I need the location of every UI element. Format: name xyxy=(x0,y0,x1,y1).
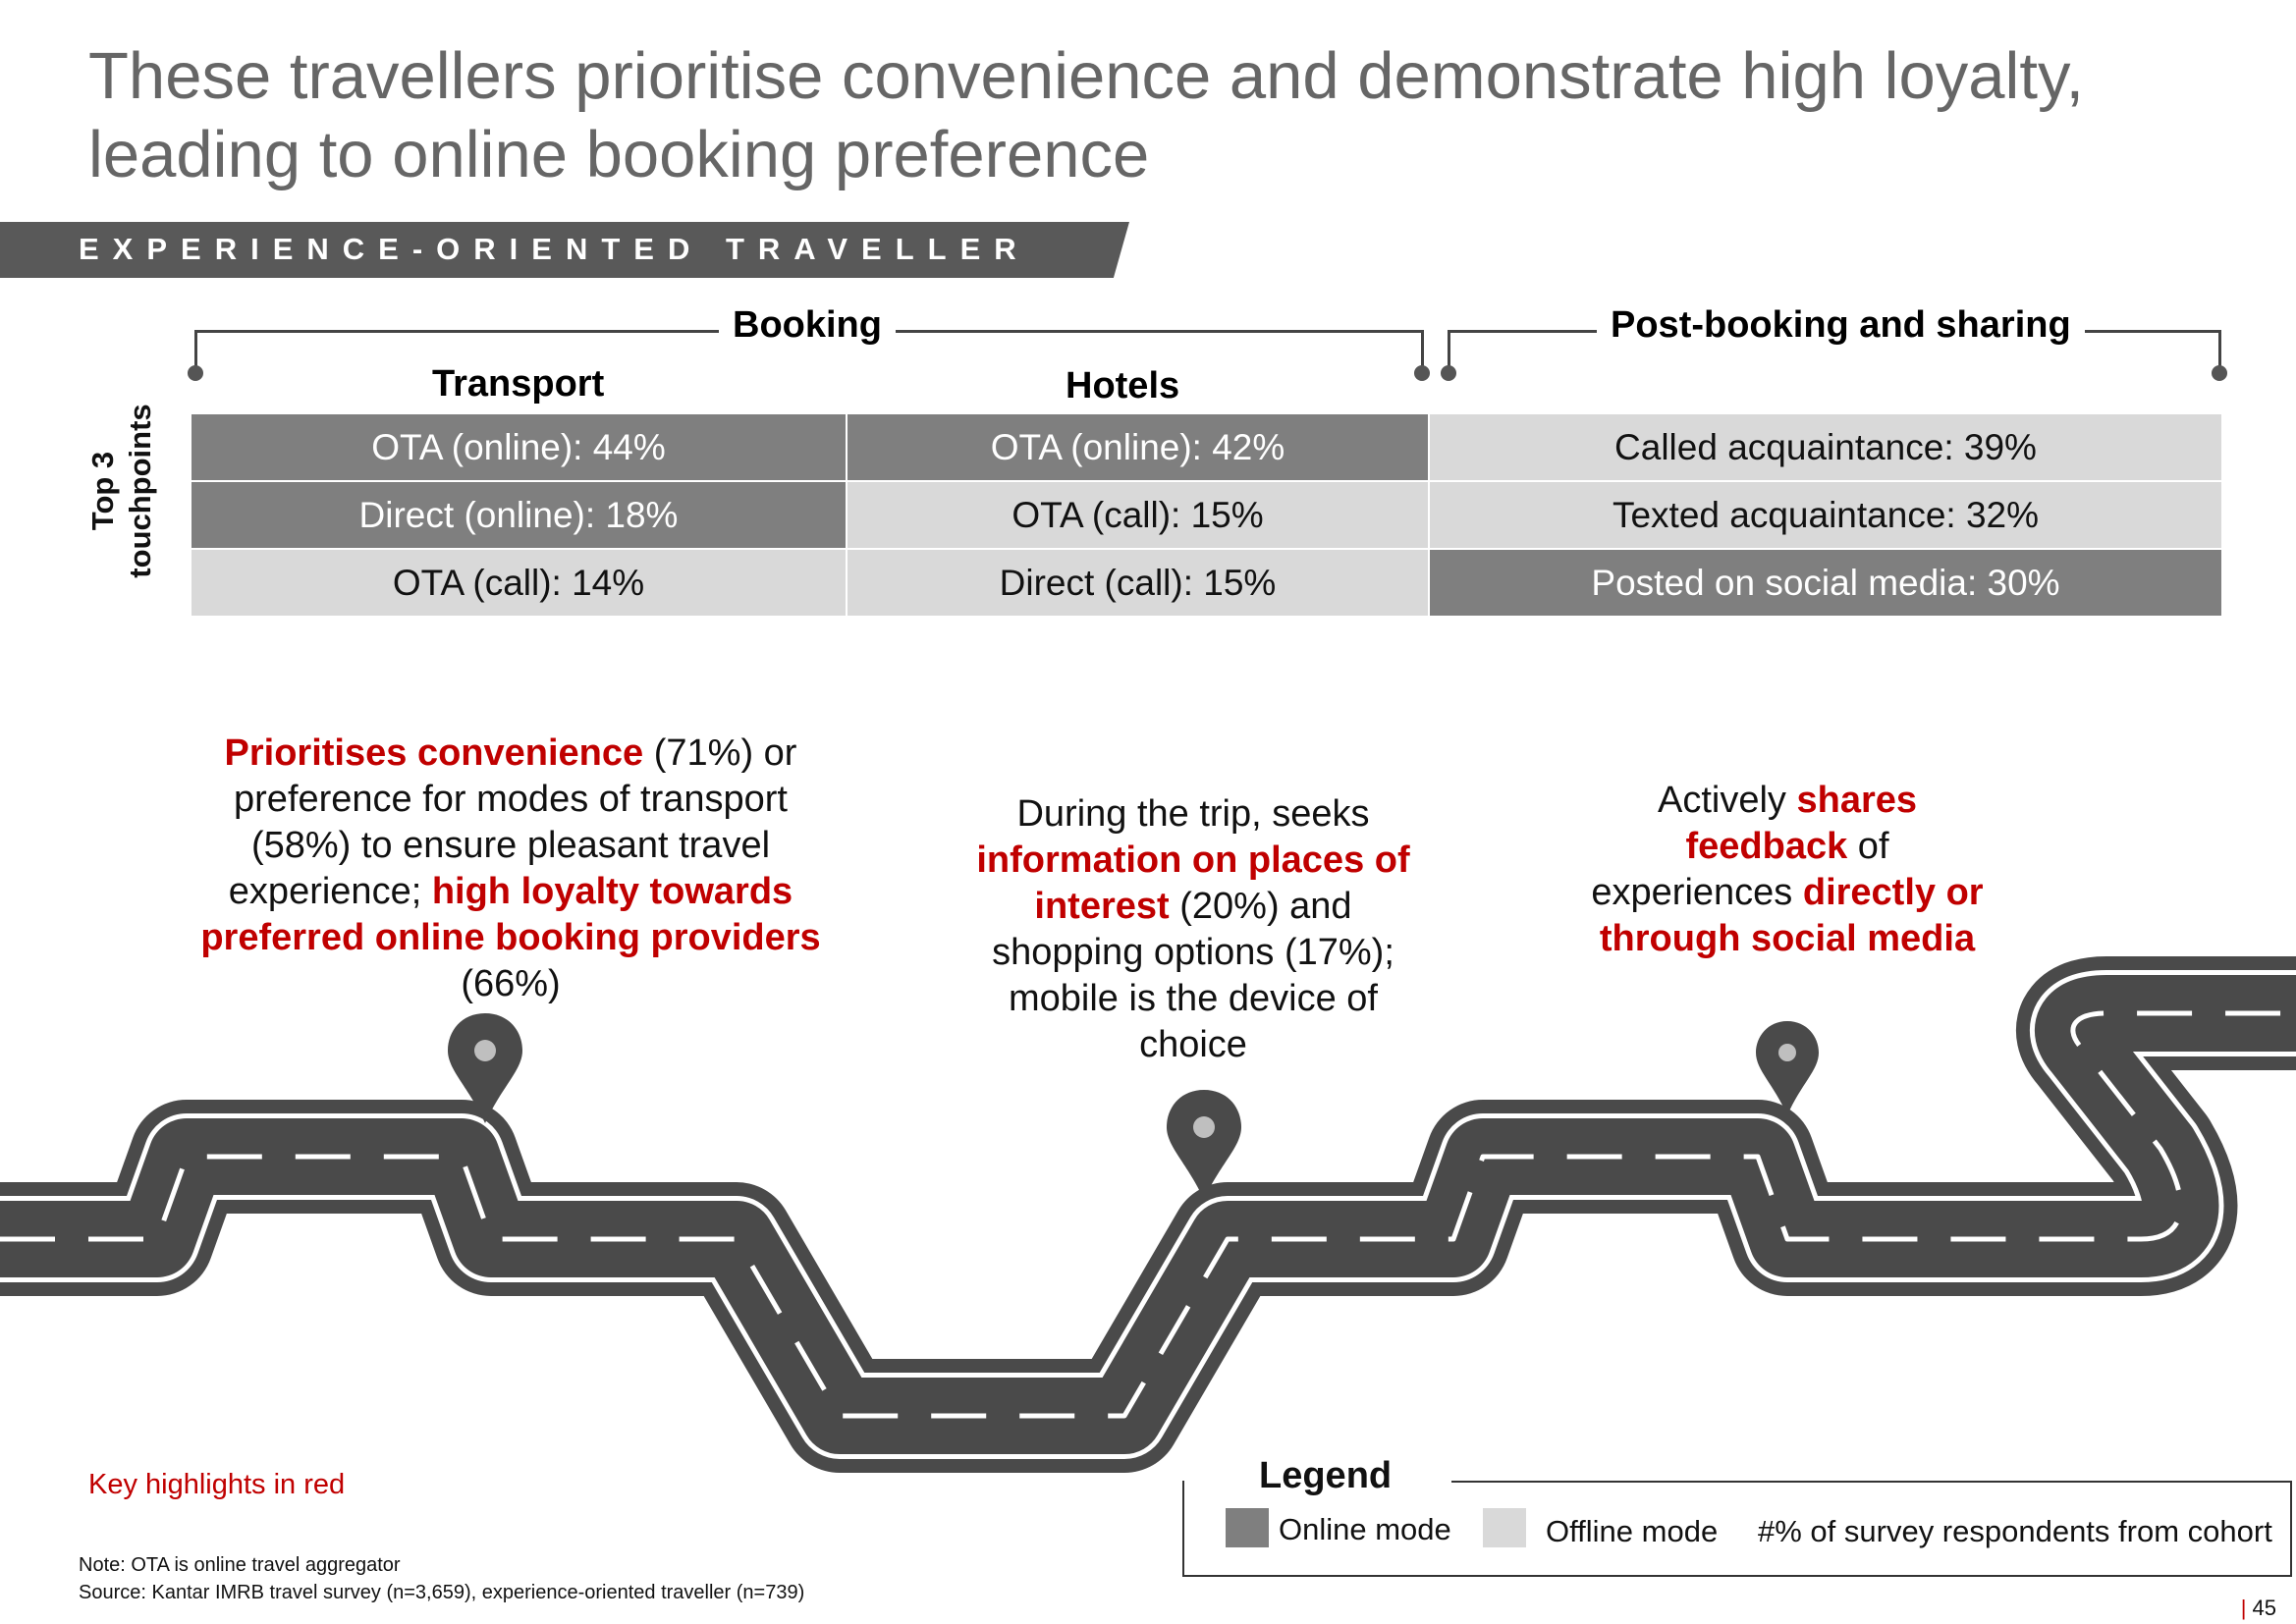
post-bracket-left xyxy=(1448,330,1450,371)
road-center-line xyxy=(0,1010,2296,1419)
map-pin-icon xyxy=(448,1013,522,1123)
highlight-booking: Prioritises convenience (71%) or prefere… xyxy=(200,732,821,1004)
post-bracket-right xyxy=(2218,330,2221,371)
table-cell-post-1: Called acquaintance: 39% xyxy=(1430,414,2221,480)
page-number: | 45 xyxy=(2240,1596,2276,1620)
title-line-2: leading to online booking preference xyxy=(88,118,1150,191)
legend-offline-swatch xyxy=(1483,1508,1526,1547)
table-cell-post-2: Texted acquaintance: 32% xyxy=(1430,482,2221,548)
road-surface xyxy=(0,975,2296,1454)
hotels-header: Hotels xyxy=(1066,365,1180,407)
booking-bracket-right xyxy=(1421,330,1424,371)
bracket-dot xyxy=(1441,365,1456,381)
title-line-1: These travellers prioritise convenience … xyxy=(88,39,2085,113)
section-banner-label: EXPERIENCE-ORIENTED TRAVELLER xyxy=(79,232,1030,266)
post-booking-header: Post-booking and sharing xyxy=(1597,304,2085,347)
booking-bracket-left xyxy=(194,330,197,371)
table-cell-transport-3: OTA (call): 14% xyxy=(191,550,846,616)
legend-box xyxy=(1182,1481,2292,1577)
note-text: Note: OTA is online travel aggregator xyxy=(79,1554,401,1576)
legend-title: Legend xyxy=(1251,1455,1400,1497)
table-cell-post-3: Posted on social media: 30% xyxy=(1430,550,2221,616)
table-cell-transport-1: OTA (online): 44% xyxy=(191,414,846,480)
legend-top-line xyxy=(1451,1481,2292,1483)
legend-percent-label: #% of survey respondents from cohort xyxy=(1758,1514,2272,1548)
highlight-sharing: Actively shares feedback of experiences … xyxy=(1591,780,1984,959)
source-text: Source: Kantar IMRB travel survey (n=3,6… xyxy=(79,1582,805,1603)
section-banner xyxy=(0,222,1129,278)
table-cell-hotels-1: OTA (online): 42% xyxy=(847,414,1428,480)
bracket-dot xyxy=(1414,365,1430,381)
footnotes: Note: OTA is online travel aggregator So… xyxy=(79,1551,804,1606)
table-cell-hotels-3: Direct (call): 15% xyxy=(847,550,1428,616)
legend-online-swatch xyxy=(1226,1508,1269,1547)
map-pin-icon xyxy=(1756,1021,1819,1115)
key-highlights-note: Key highlights in red xyxy=(88,1469,346,1500)
map-pin-icon xyxy=(1167,1090,1241,1200)
bracket-dot xyxy=(2212,365,2227,381)
bracket-dot xyxy=(188,365,203,381)
highlight-trip: During the trip, seeks information on pl… xyxy=(976,793,1410,1065)
legend-online-label: Online mode xyxy=(1279,1512,1451,1546)
table-cell-transport-2: Direct (online): 18% xyxy=(191,482,846,548)
table-cell-hotels-2: OTA (call): 15% xyxy=(847,482,1428,548)
transport-header: Transport xyxy=(432,363,605,406)
legend-offline-label: Offline mode xyxy=(1546,1514,1719,1548)
booking-header: Booking xyxy=(719,304,896,347)
page-title: These travellers prioritise convenience … xyxy=(88,37,2200,194)
